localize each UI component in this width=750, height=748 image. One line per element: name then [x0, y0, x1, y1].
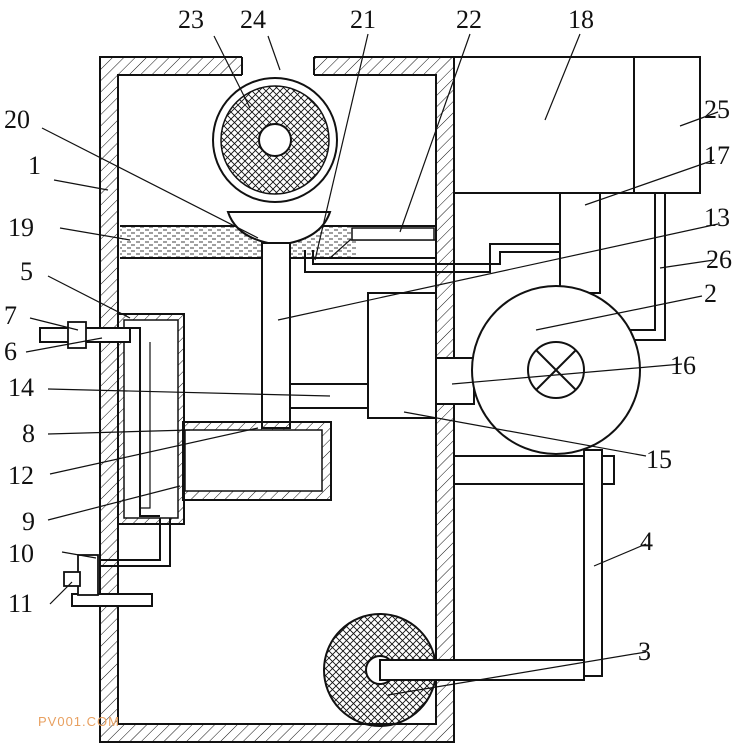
label-14: 14	[8, 373, 34, 402]
label-7: 7	[4, 301, 17, 330]
label-13: 13	[704, 203, 730, 232]
leader-lines	[25, 33, 719, 696]
pipe-21	[304, 227, 560, 273]
label-11: 11	[8, 589, 33, 618]
bottom-roller	[323, 613, 585, 727]
label-22: 22	[456, 5, 482, 34]
label-1: 1	[28, 151, 41, 180]
collection-tray	[182, 421, 332, 501]
side-box	[39, 313, 185, 607]
label-8: 8	[22, 419, 35, 448]
label-5: 5	[20, 257, 33, 286]
right-unit	[367, 56, 701, 677]
label-16: 16	[670, 351, 696, 380]
label-2: 2	[704, 279, 717, 308]
label-4: 4	[640, 527, 653, 556]
label-26: 26	[706, 245, 732, 274]
label-17: 17	[704, 141, 730, 170]
label-3: 3	[638, 637, 651, 666]
label-19: 19	[8, 213, 34, 242]
label-24: 24	[240, 5, 266, 34]
label-12: 12	[8, 461, 34, 490]
callout-labels: 23 24 21 22 18 25 17 20 1 19 13 26 5 2 7…	[4, 5, 732, 666]
label-10: 10	[8, 539, 34, 568]
label-20: 20	[4, 105, 30, 134]
label-21: 21	[350, 5, 376, 34]
label-18: 18	[568, 5, 594, 34]
label-9: 9	[22, 507, 35, 536]
label-15: 15	[646, 445, 672, 474]
label-25: 25	[704, 95, 730, 124]
label-6: 6	[4, 337, 17, 366]
top-fan	[212, 77, 338, 203]
label-23: 23	[178, 5, 204, 34]
watermark: PV001.COM	[38, 714, 120, 729]
